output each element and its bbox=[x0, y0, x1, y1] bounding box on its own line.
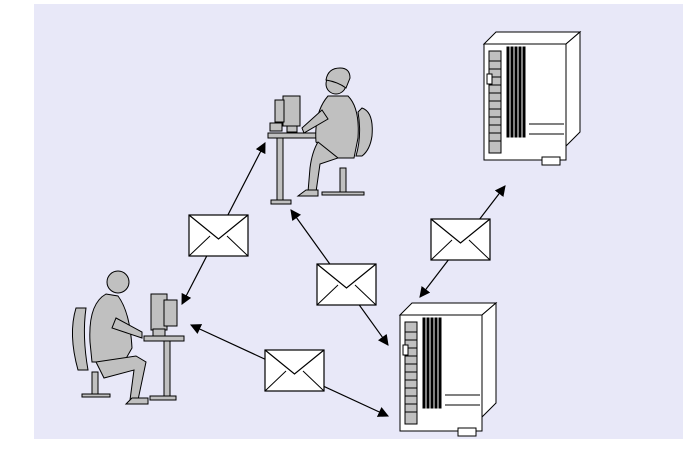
envelope-icon bbox=[265, 350, 324, 391]
envelope-icon bbox=[189, 215, 248, 256]
server-tower-icon bbox=[484, 32, 580, 165]
diagram-background bbox=[34, 4, 683, 439]
envelope-icon bbox=[317, 264, 376, 305]
envelope-icon bbox=[431, 219, 490, 260]
server-tower-icon bbox=[400, 303, 496, 436]
